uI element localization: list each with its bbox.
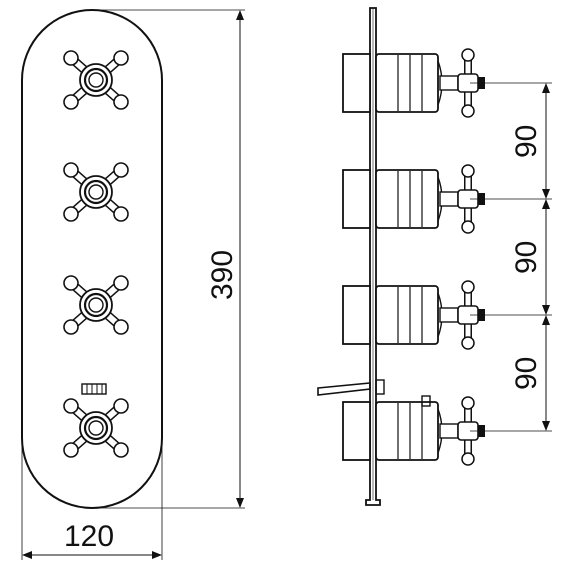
side-dimensions: 90 90 90 xyxy=(470,82,552,432)
cross-handle-side-icon xyxy=(439,280,485,350)
cross-handle-icon xyxy=(63,50,129,110)
front-handles xyxy=(63,50,129,458)
valve-body xyxy=(342,48,485,118)
cross-handle-icon xyxy=(63,275,129,335)
temperature-scale-icon xyxy=(81,383,107,395)
cross-handle-icon xyxy=(63,162,129,222)
side-view xyxy=(317,7,485,506)
dimension-label-spacing-2: 90 xyxy=(510,241,543,274)
valve-body xyxy=(342,280,485,350)
dimension-height: 390 xyxy=(92,9,245,509)
front-view xyxy=(21,9,163,509)
dimension-label-spacing-3: 90 xyxy=(510,357,543,390)
cross-handle-side-icon xyxy=(439,164,485,234)
valve-body xyxy=(342,164,485,234)
side-valves xyxy=(342,48,485,466)
dimension-label-spacing-1: 90 xyxy=(510,125,543,158)
diverter-lever xyxy=(317,379,431,407)
cross-handle-icon xyxy=(63,398,129,458)
dimension-label-width: 120 xyxy=(64,520,114,553)
dimension-label-height: 390 xyxy=(206,250,239,300)
valve-body xyxy=(342,396,485,466)
dimension-width: 120 xyxy=(21,445,163,560)
